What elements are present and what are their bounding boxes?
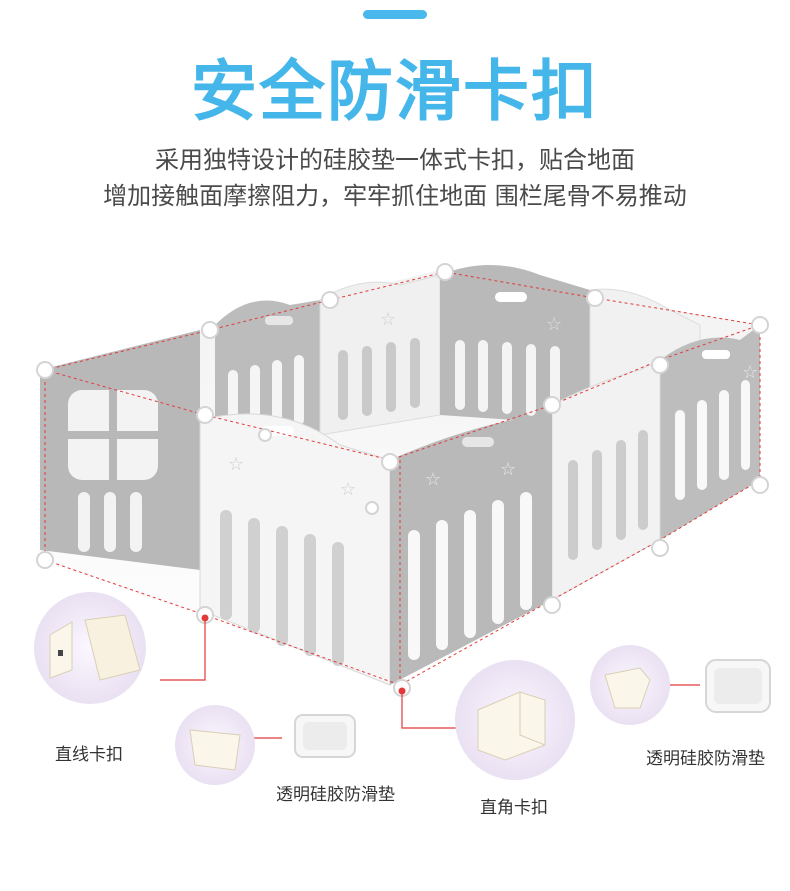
slot: [332, 542, 344, 666]
svg-text:☆: ☆: [742, 362, 758, 383]
back-panel-slots-white: [338, 338, 420, 420]
label-corner-clip: 直角卡扣: [480, 798, 548, 818]
slot: [386, 342, 396, 412]
slot: [78, 492, 90, 552]
corner-clip-zoom-circle: [590, 645, 670, 725]
label-silicone-pad-left: 透明硅胶防滑垫: [276, 785, 395, 805]
connector-dot: [196, 406, 214, 424]
slot: [520, 492, 532, 610]
slot: [638, 430, 648, 530]
straight-clip-circle: [34, 592, 146, 704]
right-panel-2: [551, 359, 661, 601]
handle: [702, 350, 730, 359]
slot: [220, 510, 232, 620]
callout-dot: [398, 687, 406, 695]
handle: [462, 437, 494, 447]
silicone-pad-right: [705, 659, 771, 713]
slot: [362, 346, 372, 416]
slot: [464, 510, 476, 638]
slot: [248, 518, 260, 633]
subtitle-line-2: 增加接触面摩擦阻力，牢牢抓住地面 围栏尾骨不易推动: [103, 182, 687, 210]
connector-dot: [201, 321, 219, 339]
guide-lines: [44, 271, 761, 686]
handle: [495, 292, 527, 302]
slot: [675, 410, 685, 500]
callout-dot: [201, 614, 209, 622]
playpen-illustration: ☆ ☆ ☆ ☆ ☆ ☆ ☆: [34, 263, 771, 785]
right-panel-slots-white: [568, 430, 648, 560]
connector-dots: [36, 263, 769, 697]
connector-dot: [381, 453, 399, 471]
right-panel-slots: [675, 380, 750, 500]
svg-text:☆: ☆: [380, 309, 396, 330]
slot: [408, 530, 420, 660]
slot: [492, 500, 504, 624]
slot: [272, 360, 282, 430]
slot: [526, 344, 536, 416]
connector-dot: [258, 428, 272, 442]
slot: [436, 520, 448, 650]
slot: [304, 534, 316, 656]
front-panel-slots: [220, 510, 344, 666]
slot: [616, 440, 626, 540]
left-door-panel: [40, 330, 200, 570]
svg-text:☆: ☆: [340, 479, 356, 500]
slot: [719, 390, 729, 480]
connector-dot: [436, 263, 454, 281]
connector-dot: [543, 396, 561, 414]
connector-dot: [36, 361, 54, 379]
top-accent-bar: [363, 10, 427, 19]
straight-clip-zoom-circle: [175, 705, 255, 785]
connector-dot: [751, 476, 769, 494]
slot: [294, 355, 304, 425]
slot: [592, 450, 602, 550]
slot: [455, 340, 465, 410]
slot: [130, 492, 142, 552]
slot: [741, 380, 750, 470]
connector-dot: [321, 291, 339, 309]
slot: [410, 338, 420, 408]
connector-dot: [36, 551, 54, 569]
label-silicone-pad-right: 透明硅胶防滑垫: [646, 749, 765, 769]
corner-clip-zoom-piece: [604, 667, 651, 709]
connector-dot: [365, 501, 379, 515]
subtitle-line-1: 采用独特设计的硅胶垫一体式卡扣，贴合地面: [155, 146, 635, 174]
connector-dot: [751, 316, 769, 334]
svg-text:☆: ☆: [228, 454, 244, 475]
slot: [276, 526, 288, 646]
front-panel-gray-slots: [408, 492, 532, 660]
slot: [502, 342, 512, 414]
star-decorations: ☆ ☆ ☆ ☆ ☆ ☆ ☆: [228, 309, 758, 500]
page-title: 安全防滑卡扣: [191, 53, 599, 130]
svg-text:☆: ☆: [425, 469, 441, 490]
svg-text:☆: ☆: [546, 314, 562, 335]
slot: [568, 460, 578, 560]
callout-dots: [201, 614, 406, 695]
connector-dot: [651, 356, 669, 374]
connector-dot: [543, 596, 561, 614]
straight-clip-zoom-piece: [189, 729, 241, 771]
slot: [478, 340, 488, 412]
silicone-pad-left: [294, 714, 356, 758]
slot: [697, 400, 707, 490]
slot: [338, 350, 348, 420]
corner-clip-circle: [455, 660, 575, 780]
handle: [265, 316, 293, 325]
straight-clip-piece: [84, 614, 141, 681]
slot: [104, 492, 116, 552]
label-straight-clip: 直线卡扣: [55, 745, 123, 765]
connector-dot: [651, 539, 669, 557]
connector-dot: [586, 289, 604, 307]
svg-text:☆: ☆: [500, 459, 516, 480]
